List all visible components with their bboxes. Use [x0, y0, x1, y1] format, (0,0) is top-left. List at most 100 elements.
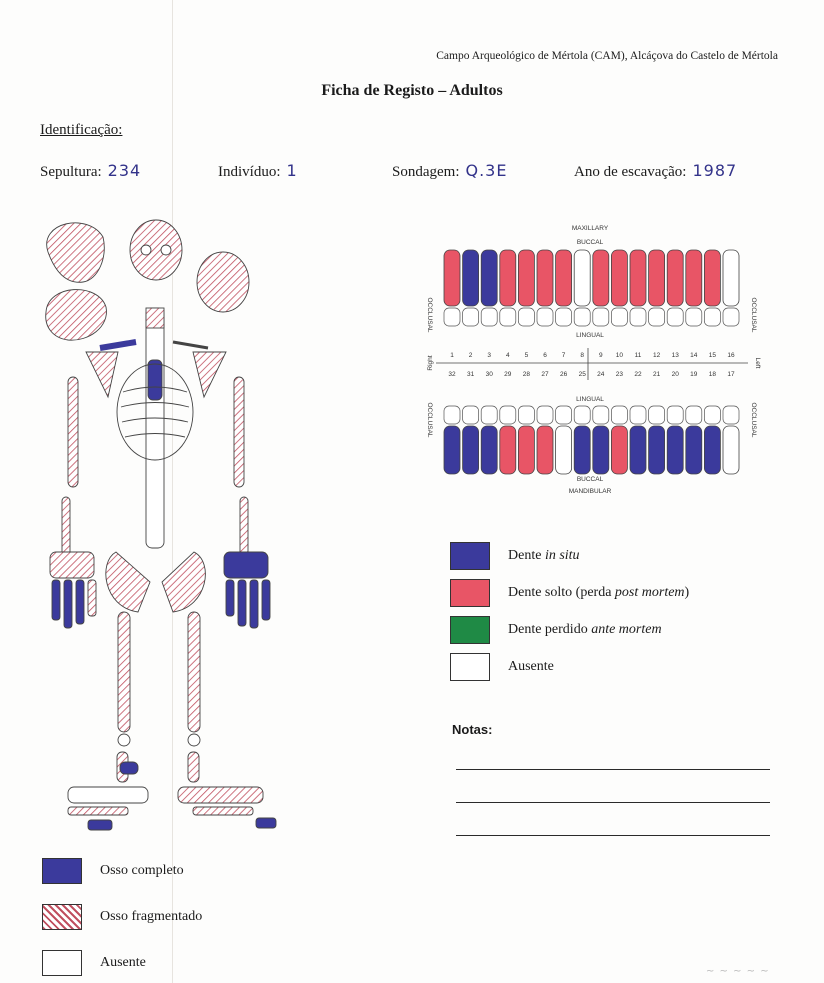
upper-tooth-12	[649, 250, 665, 306]
individual-value[interactable]: 1	[287, 161, 298, 180]
upper-tooth-2	[463, 250, 479, 306]
lower-tooth-22	[630, 426, 646, 474]
legend-in-situ-swatch	[450, 542, 490, 570]
sounding-field: Sondagem: Q.3E	[392, 161, 507, 181]
lower-tooth-19	[686, 426, 702, 474]
skeleton-diagram	[28, 212, 298, 842]
lower-tooth-number: 28	[523, 371, 531, 378]
sounding-value[interactable]: Q.3E	[466, 161, 508, 180]
lower-tooth-31	[463, 426, 479, 474]
upper-tooth-occlusal	[723, 308, 739, 326]
upper-tooth-occlusal	[574, 308, 590, 326]
lower-tooth-32	[444, 426, 460, 474]
legend-bone-absent-swatch	[42, 950, 82, 976]
year-value[interactable]: 1987	[692, 161, 737, 180]
hand-left-bones	[50, 552, 96, 628]
lower-tooth-17	[723, 426, 739, 474]
lower-tooth-occlusal	[500, 406, 516, 424]
upper-tooth-number: 2	[469, 352, 473, 359]
legend-bone-fragmented-label: Osso fragmentado	[100, 909, 202, 925]
upper-tooth-occlusal	[649, 308, 665, 326]
legend-in-situ: Dente in situ	[450, 542, 580, 570]
occlusal-upper-right-label: OCCLUSAL	[750, 297, 757, 332]
lower-tooth-occlusal	[481, 406, 497, 424]
upper-tooth-occlusal	[537, 308, 553, 326]
individual-label: Indivíduo:	[218, 164, 281, 180]
legend-bone-complete: Osso completo	[42, 858, 184, 884]
occlusal-lower-right-label: OCCLUSAL	[750, 402, 757, 437]
form-title: Ficha de Registo – Adultos	[0, 82, 824, 100]
burial-value[interactable]: 234	[108, 161, 142, 180]
legend-text-part: Dente solto (perda	[508, 585, 615, 600]
upper-tooth-15	[704, 250, 720, 306]
humerus-left-bone	[68, 377, 78, 487]
lower-tooth-number: 17	[727, 371, 735, 378]
lower-tooth-occlusal	[593, 406, 609, 424]
lower-tooth-29	[500, 426, 516, 474]
legend-absent-tooth: Ausente	[450, 653, 554, 681]
foot-right-bones	[178, 787, 276, 828]
lower-tooth-number: 19	[690, 371, 698, 378]
scapula-right-bone	[193, 352, 226, 397]
upper-tooth-number: 11	[635, 352, 642, 359]
lingual-upper-label: LINGUAL	[576, 332, 604, 339]
lower-tooth-number: 27	[541, 371, 549, 378]
buccal-upper-label: BUCCAL	[577, 239, 604, 246]
lower-tooth-occlusal	[463, 406, 479, 424]
legend-text-part: post mortem	[615, 585, 685, 600]
upper-tooth-8	[574, 250, 590, 306]
legend-ante-mortem-swatch	[450, 616, 490, 644]
mandibular-label: MANDIBULAR	[569, 488, 612, 495]
lower-tooth-occlusal	[556, 406, 572, 424]
lower-tooth-30	[481, 426, 497, 474]
notes-line[interactable]	[456, 769, 770, 770]
lower-tooth-occlusal	[686, 406, 702, 424]
lower-tooth-27	[537, 426, 553, 474]
skull-lateral-bone	[47, 223, 105, 282]
lower-tooth-occlusal	[723, 406, 739, 424]
lower-tooth-number: 18	[709, 371, 717, 378]
humerus-right-bone	[234, 377, 244, 487]
sounding-label: Sondagem:	[392, 164, 460, 180]
legend-bone-absent-label: Ausente	[100, 955, 146, 971]
lower-tooth-20	[667, 426, 683, 474]
skull-basal-bone	[197, 252, 249, 312]
margin-scribble: ~ ~ ~ ~ ~	[706, 966, 770, 977]
lower-tooth-23	[611, 426, 627, 474]
legend-post-mortem: Dente solto (perda post mortem)	[450, 579, 689, 607]
upper-tooth-7	[556, 250, 572, 306]
lower-tooth-18	[704, 426, 720, 474]
notes-line[interactable]	[456, 802, 770, 803]
legend-absent-tooth-swatch	[450, 653, 490, 681]
legend-in-situ-label: Dente in situ	[508, 548, 580, 564]
upper-tooth-occlusal	[444, 308, 460, 326]
institution-header: Campo Arqueológico de Mértola (CAM), Alc…	[436, 50, 778, 62]
upper-tooth-number: 6	[543, 352, 547, 359]
upper-tooth-number: 13	[672, 352, 680, 359]
lower-tooth-number: 29	[504, 371, 512, 378]
upper-tooth-number: 8	[580, 352, 584, 359]
upper-tooth-occlusal	[611, 308, 627, 326]
vertebral-column	[146, 308, 164, 548]
foot-left-bones	[68, 787, 148, 830]
lower-tooth-occlusal	[649, 406, 665, 424]
lower-tooth-number: 32	[448, 371, 456, 378]
upper-tooth-number: 4	[506, 352, 510, 359]
lower-tooth-number: 24	[597, 371, 605, 378]
notes-line[interactable]	[456, 835, 770, 836]
upper-tooth-number: 3	[487, 352, 491, 359]
occlusal-lower-left-label: OCCLUSAL	[426, 402, 433, 437]
legend-absent-tooth-label: Ausente	[508, 659, 554, 675]
upper-tooth-13	[667, 250, 683, 306]
buccal-lower-label: BUCCAL	[577, 476, 604, 483]
lower-tooth-number: 22	[634, 371, 642, 378]
left-label: Left	[754, 358, 761, 369]
lower-tooth-number: 25	[579, 371, 587, 378]
lower-tooth-number: 21	[653, 371, 661, 378]
upper-tooth-16	[723, 250, 739, 306]
legend-ante-mortem-label: Dente perdido ante mortem	[508, 622, 662, 638]
burial-field: Sepultura:234	[40, 161, 141, 181]
lower-tooth-number: 26	[560, 371, 568, 378]
tibia-right-bone	[188, 752, 199, 782]
legend-text-part: in situ	[545, 548, 580, 563]
